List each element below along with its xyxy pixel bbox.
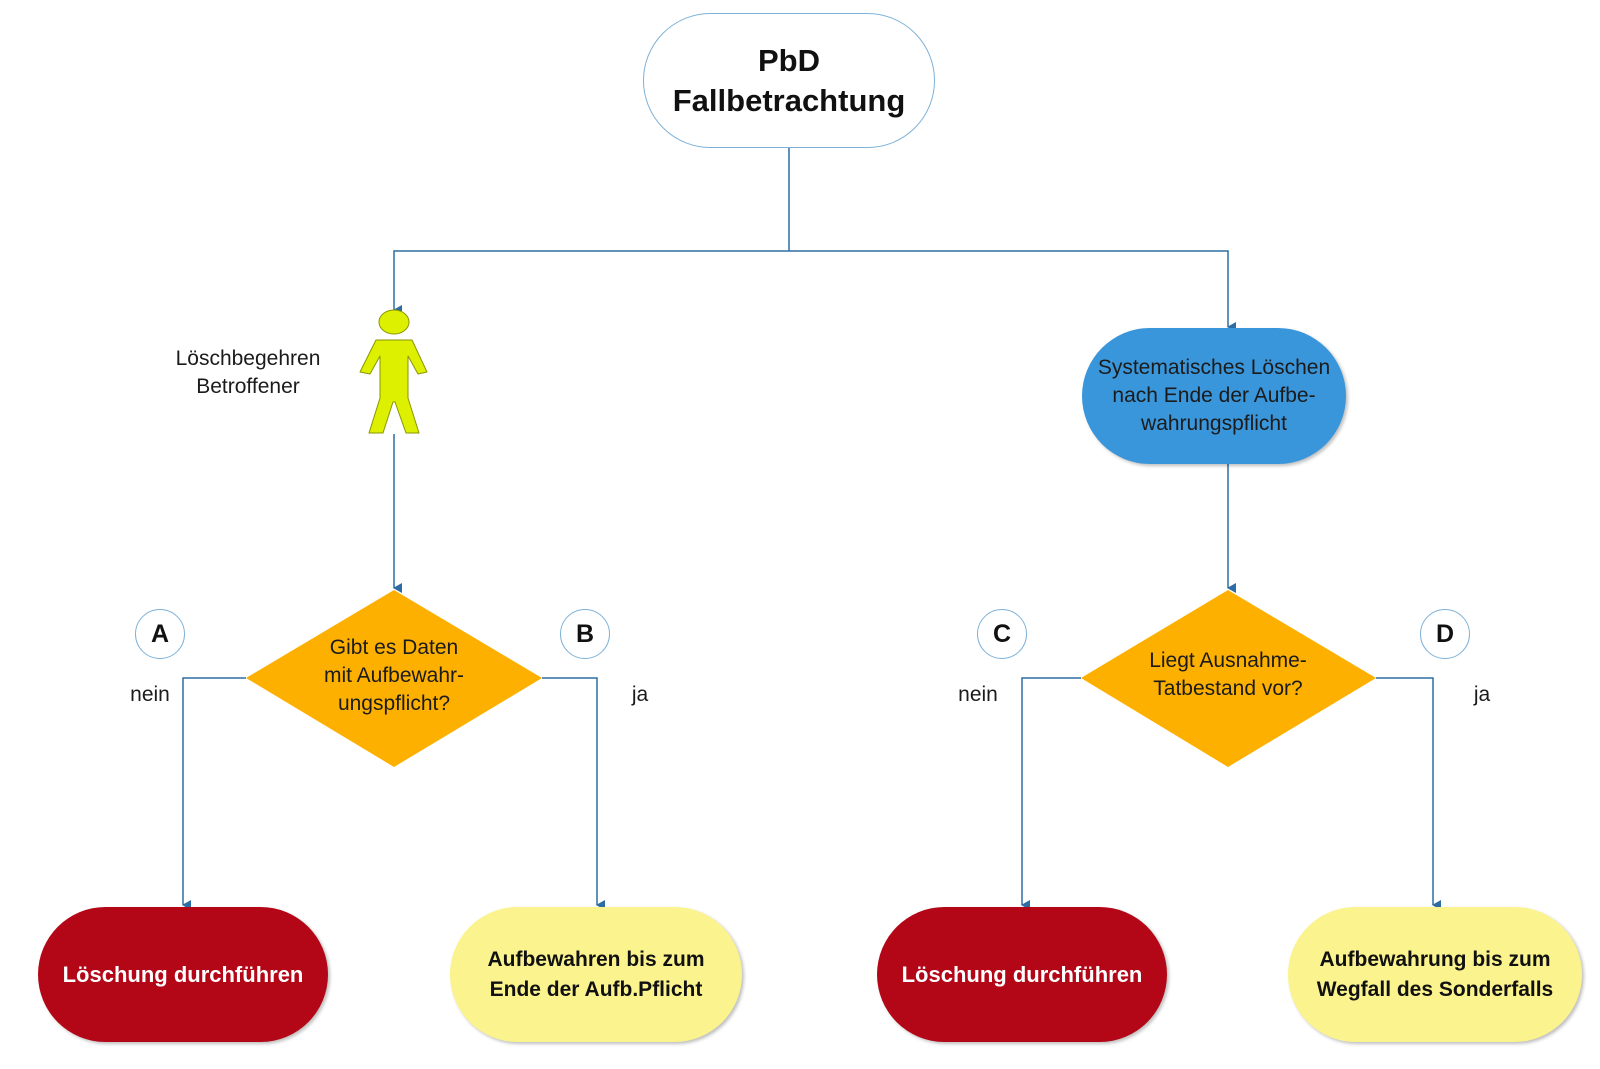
system-line-1: Systematisches Löschen	[1097, 356, 1331, 379]
badge-a: A	[135, 609, 185, 659]
system-line-2: nach Ende der Aufbe-	[1112, 384, 1316, 407]
outcome-b-line-2: Ende der Aufb.Pflicht	[489, 977, 703, 1001]
branch-label-yes-left: ja	[631, 683, 649, 706]
decision-right-text: Liegt Ausnahme- Tatbestand vor?	[1128, 647, 1328, 703]
decision-left-text: Gibt es Daten mit Aufbewahr- ungspflicht…	[294, 634, 494, 718]
outcome-b-retain: Aufbewahren bis zum Ende der Aufb.Pflich…	[450, 907, 742, 1042]
outcome-a-label: Löschung durchführen	[62, 961, 304, 987]
person-icon	[359, 309, 428, 434]
outcome-b-line-1: Aufbewahren bis zum	[487, 947, 705, 971]
connector-to-outcome-c	[1021, 677, 1081, 910]
branch-label-no-right: nein	[958, 683, 998, 706]
outcome-c-label: Löschung durchführen	[901, 961, 1143, 987]
decision-right-line-2: Tatbestand vor?	[1153, 677, 1303, 700]
decision-right-line-1: Liegt Ausnahme-	[1149, 649, 1307, 672]
outcome-d-line-1: Aufbewahrung bis zum	[1319, 947, 1551, 971]
title-line-2: Fallbetrachtung	[672, 82, 906, 118]
actor-label-line-1: Löschbegehren	[175, 347, 321, 370]
connector-to-system	[789, 250, 1236, 332]
branch-label-yes-right: ja	[1473, 683, 1491, 706]
decision-left-line-2: mit Aufbewahr-	[323, 664, 465, 687]
title-node: PbD Fallbetrachtung	[643, 13, 935, 148]
actor-label-line-2: Betroffener	[196, 375, 300, 398]
connectors	[182, 148, 1441, 910]
system-line-3: wahrungspflicht	[1141, 412, 1287, 435]
badge-c: C	[977, 609, 1027, 659]
decision-left-line-1: Gibt es Daten	[329, 636, 459, 659]
connector-to-outcome-d	[1376, 677, 1441, 910]
connector-to-actor	[393, 250, 789, 315]
outcome-c-delete: Löschung durchführen	[877, 907, 1167, 1042]
connector-to-outcome-a	[182, 677, 246, 910]
systematic-deletion-node: Systematisches Löschen nach Ende der Auf…	[1082, 328, 1346, 464]
decision-diamond-right	[1081, 590, 1376, 767]
badge-d: D	[1420, 609, 1470, 659]
decision-diamond-left	[246, 590, 542, 767]
connector-to-outcome-b	[542, 677, 605, 910]
branch-label-no-left: nein	[130, 683, 170, 706]
actor-label: Löschbegehren Betroffener	[148, 345, 348, 401]
outcome-d-retain: Aufbewahrung bis zum Wegfall des Sonderf…	[1288, 907, 1582, 1042]
outcome-a-delete: Löschung durchführen	[38, 907, 328, 1042]
badge-b: B	[560, 609, 610, 659]
title-line-1: PbD	[758, 42, 820, 78]
decision-left-line-3: ungspflicht?	[337, 692, 451, 715]
outcome-d-line-2: Wegfall des Sonderfalls	[1316, 977, 1554, 1001]
